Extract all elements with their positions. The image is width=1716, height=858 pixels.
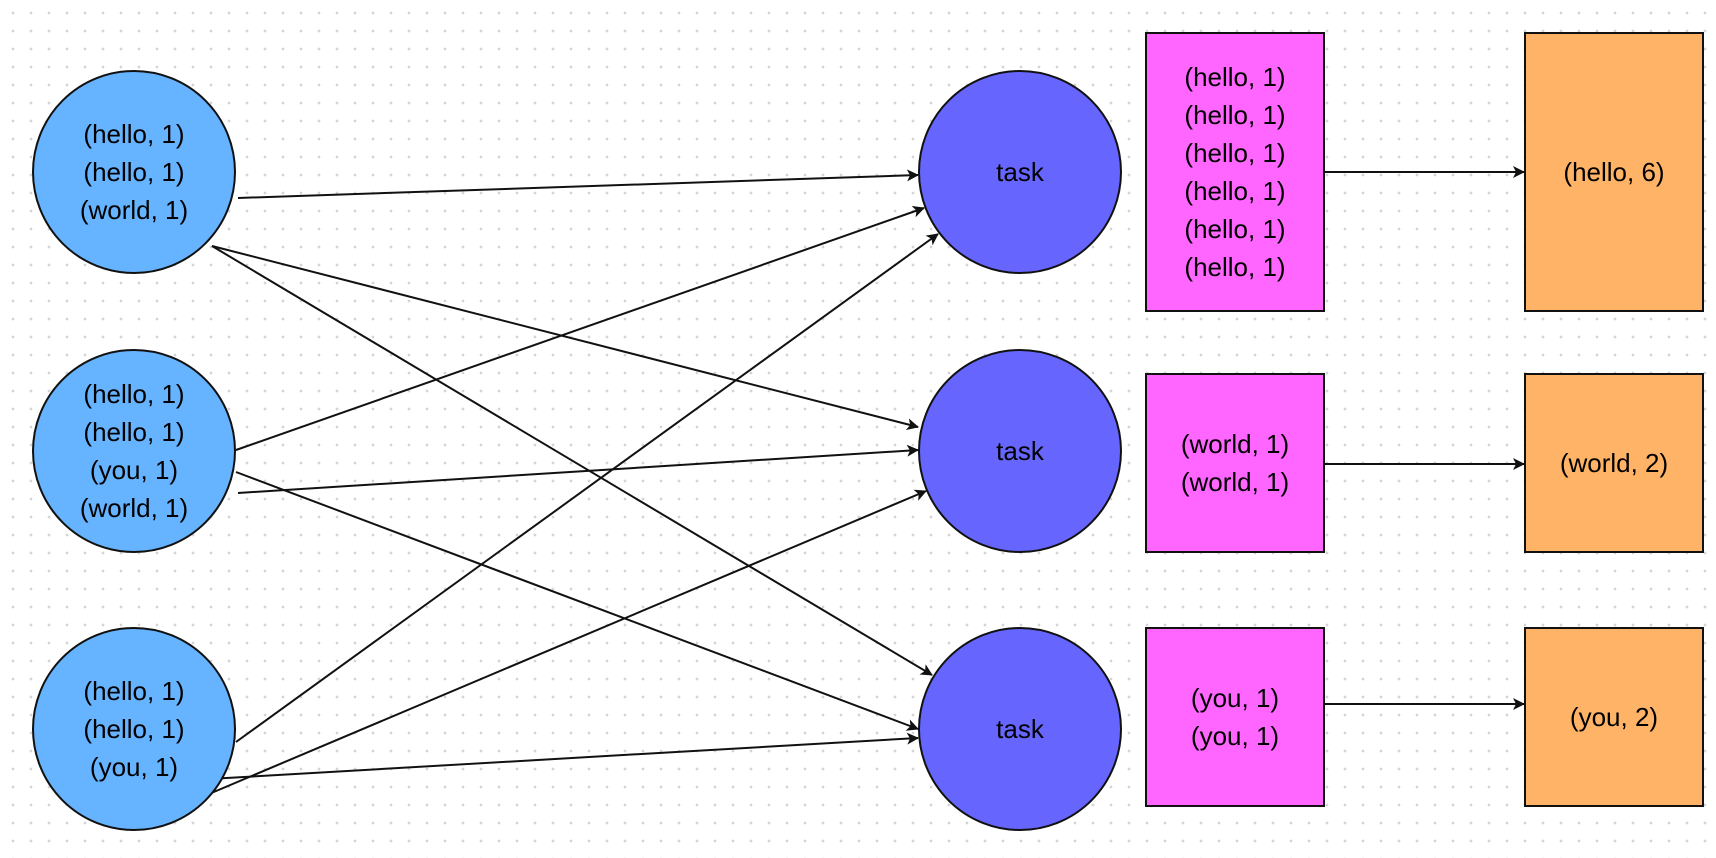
map-output-line: (you, 1) — [89, 752, 179, 782]
map-output-line: (hello, 1) — [83, 714, 185, 744]
grouped-line: (hello, 1) — [1184, 138, 1286, 168]
task-label: task — [996, 157, 1044, 187]
result-box-you[interactable]: (you, 2) — [1524, 627, 1704, 807]
task-label: task — [996, 436, 1044, 466]
grouped-line: (you, 1) — [1190, 721, 1280, 751]
result-label: (you, 2) — [1569, 702, 1659, 732]
grouped-line: (world, 1) — [1180, 429, 1290, 459]
grouped-line: (hello, 1) — [1184, 176, 1286, 206]
task-node-2[interactable]: task — [918, 349, 1122, 553]
edge-map-1-to-task-2 — [211, 245, 919, 431]
edge-map-3-to-task-3 — [208, 732, 919, 780]
task-node-3[interactable]: task — [918, 627, 1122, 831]
result-label: (hello, 6) — [1563, 157, 1665, 187]
map-output-node-2[interactable]: (hello, 1) (hello, 1) (you, 1) (world, 1… — [32, 349, 236, 553]
map-output-line: (hello, 1) — [83, 157, 185, 187]
result-label: (world, 2) — [1559, 448, 1669, 478]
map-output-line: (world, 1) — [79, 195, 189, 225]
grouped-line: (hello, 1) — [1184, 62, 1286, 92]
edge-map-1-to-task-1 — [237, 169, 919, 199]
grouped-box-world[interactable]: (world, 1) (world, 1) — [1145, 373, 1325, 553]
map-output-line: (you, 1) — [89, 455, 179, 485]
grouped-box-hello[interactable]: (hello, 1) (hello, 1) (hello, 1) (hello,… — [1145, 32, 1325, 312]
result-box-world[interactable]: (world, 2) — [1524, 373, 1704, 553]
map-output-node-3[interactable]: (hello, 1) (hello, 1) (you, 1) — [32, 627, 236, 831]
map-output-node-1[interactable]: (hello, 1) (hello, 1) (world, 1) — [32, 70, 236, 274]
map-output-line: (hello, 1) — [83, 119, 185, 149]
edge-map-2-to-task-2 — [237, 444, 919, 494]
edge-map-1-to-task-3 — [211, 245, 933, 676]
edge-map-3-to-task-1 — [235, 233, 939, 743]
task-label: task — [996, 714, 1044, 744]
grouped-line: (hello, 1) — [1184, 100, 1286, 130]
grouped-line: (world, 1) — [1180, 467, 1290, 497]
map-output-line: (hello, 1) — [83, 676, 185, 706]
result-box-hello[interactable]: (hello, 6) — [1524, 32, 1704, 312]
map-output-line: (hello, 1) — [83, 417, 185, 447]
grouped-line: (you, 1) — [1190, 683, 1280, 713]
map-output-line: (hello, 1) — [83, 379, 185, 409]
edge-map-2-to-task-1 — [235, 205, 925, 451]
grouped-box-you[interactable]: (you, 1) (you, 1) — [1145, 627, 1325, 807]
grouped-line: (hello, 1) — [1184, 214, 1286, 244]
map-output-line: (world, 1) — [79, 493, 189, 523]
grouped-line: (hello, 1) — [1184, 252, 1286, 282]
edge-map-3-to-task-2 — [208, 489, 927, 795]
task-node-1[interactable]: task — [918, 70, 1122, 274]
edge-map-2-to-task-3 — [235, 471, 919, 731]
